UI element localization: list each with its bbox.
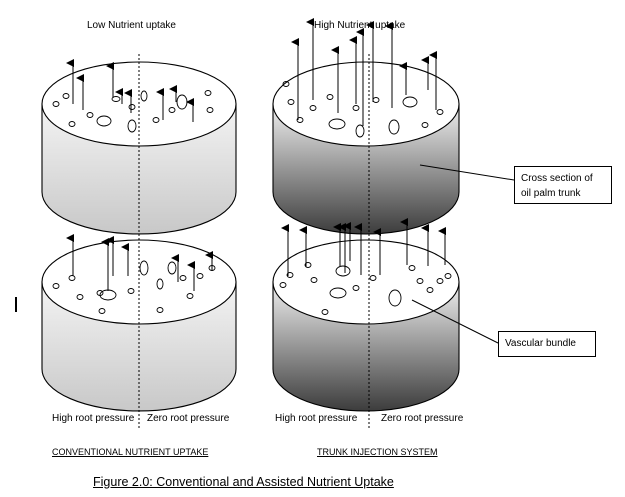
vascular-bundle <box>296 117 304 123</box>
vascular-bundle <box>127 288 135 294</box>
vascular-bundle <box>179 275 187 281</box>
conventional-bottom-cylinder <box>41 239 237 412</box>
vascular-bundle <box>421 122 429 128</box>
vascular-bundle <box>206 107 214 113</box>
right-zero-pressure-label: Zero root pressure <box>381 413 464 424</box>
left-high-pressure-label: High root pressure <box>52 413 135 424</box>
trunk-cross-section <box>272 61 460 147</box>
vascular-bundle <box>128 104 136 110</box>
vascular-bundle <box>388 289 402 307</box>
vascular-bundle <box>321 309 329 315</box>
vascular-bundle <box>326 94 334 100</box>
vascular-bundle <box>204 90 212 96</box>
vascular-bundle <box>426 287 434 293</box>
cross-section-callout: Cross section of oil palm trunk <box>514 166 612 204</box>
vascular-bundle <box>68 275 76 281</box>
vascular-bundle <box>369 275 377 281</box>
high-uptake-heading: High Nutrient uptake <box>314 20 406 31</box>
vascular-bundle <box>416 278 424 284</box>
vascular-bundle <box>156 307 164 313</box>
vascular-bundle <box>76 294 84 300</box>
left-zero-pressure-label: Zero root pressure <box>147 413 230 424</box>
vascular-bundle <box>111 96 121 102</box>
vascular-bundle <box>140 90 148 102</box>
low-uptake-heading: Low Nutrient uptake <box>87 20 176 31</box>
vascular-bundle <box>52 101 60 107</box>
vascular-bundle <box>98 308 106 314</box>
trunk-injection-label: TRUNK INJECTION SYSTEM <box>317 447 438 457</box>
vascular-bundle <box>402 96 418 108</box>
vascular-bundle <box>352 105 360 111</box>
vascular-bundle <box>152 117 160 123</box>
vascular-bundle <box>168 107 176 113</box>
vascular-bundle <box>282 81 290 87</box>
vascular-bundle <box>139 260 149 276</box>
vascular-bundle <box>196 273 204 279</box>
vascular-bundle <box>329 287 347 299</box>
right-high-pressure-label: High root pressure <box>275 413 358 424</box>
vascular-bundle <box>444 273 452 279</box>
vascular-bundle <box>68 121 76 127</box>
vascular-bundle <box>287 99 295 105</box>
vascular-bundle <box>286 272 294 278</box>
vascular-bundle <box>96 115 112 127</box>
cross-section-text: Cross section of oil palm trunk <box>521 173 593 199</box>
vascular-bundle <box>355 124 365 138</box>
vascular-bundle <box>86 112 94 118</box>
vascular-bundle <box>388 119 400 135</box>
vascular-bundle <box>167 261 177 275</box>
cross-section-leader <box>419 164 515 181</box>
vascular-bundle-leader <box>411 299 499 344</box>
vascular-bundle <box>335 265 351 277</box>
vascular-bundle <box>436 109 444 115</box>
vascular-bundle <box>310 277 318 283</box>
vascular-bundle <box>62 93 70 99</box>
text-cursor-mark <box>15 297 17 312</box>
vascular-bundle <box>328 118 346 130</box>
vascular-bundle <box>408 265 416 271</box>
vascular-bundle <box>52 283 60 289</box>
vascular-bundle-callout: Vascular bundle <box>498 331 596 357</box>
vascular-bundle <box>304 262 312 268</box>
injection-bottom-cylinder <box>272 239 460 412</box>
conventional-system-label: CONVENTIONAL NUTRIENT UPTAKE <box>52 447 209 457</box>
vascular-bundle <box>127 119 137 133</box>
vascular-bundle <box>436 278 444 284</box>
vascular-bundle <box>309 105 317 111</box>
vascular-bundle-text: Vascular bundle <box>505 338 576 349</box>
injection-top-cylinder <box>272 61 460 235</box>
vascular-bundle <box>186 293 194 299</box>
trunk-cross-section <box>272 239 460 325</box>
figure-caption: Figure 2.0: Conventional and Assisted Nu… <box>93 475 394 489</box>
vascular-bundle <box>352 285 360 291</box>
vascular-bundle <box>156 278 164 290</box>
vascular-bundle <box>279 282 287 288</box>
